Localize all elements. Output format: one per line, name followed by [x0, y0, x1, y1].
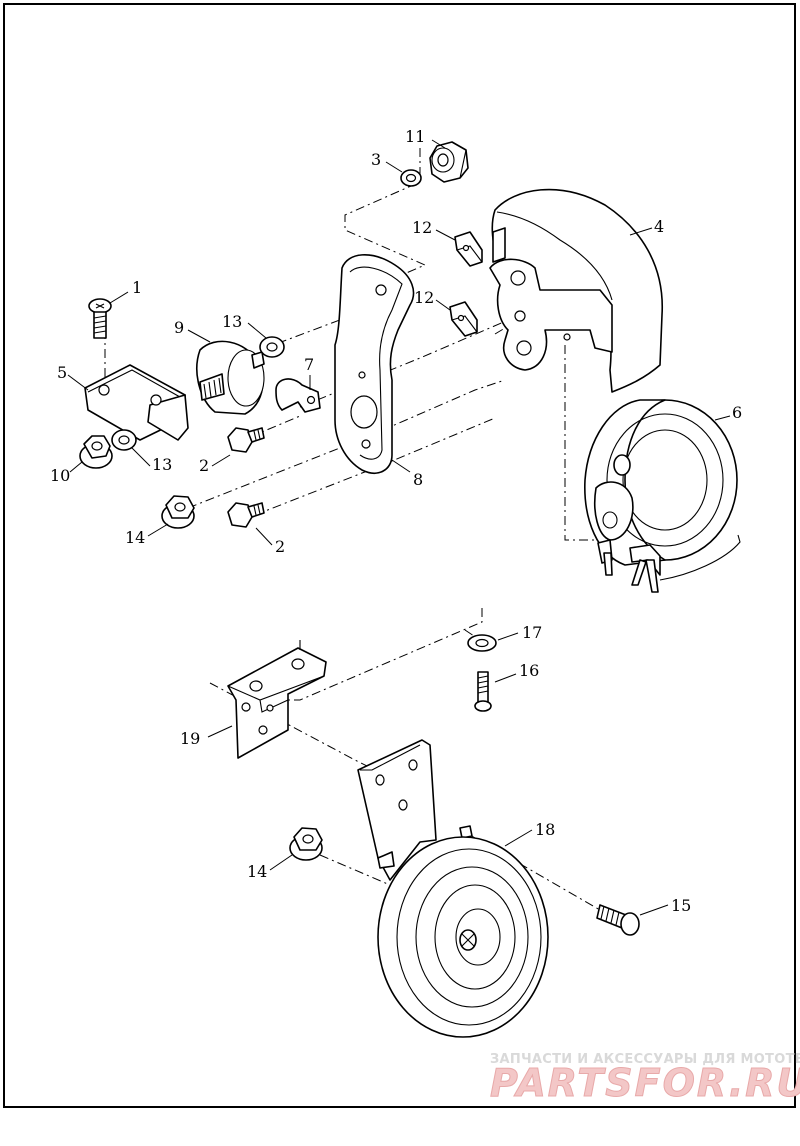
part-10-flange-nut	[79, 435, 113, 469]
part-8-mounting-plate	[334, 254, 415, 474]
callout-2-lower: 2	[275, 537, 285, 556]
callout-7: 7	[304, 355, 314, 374]
part-12-clip-nut-upper	[454, 231, 483, 267]
callout-14-lower: 14	[247, 862, 267, 881]
part-2-flange-bolt-upper	[227, 427, 265, 453]
watermark-tagline: ЗАПЧАСТИ И АКСЕССУАРЫ ДЛЯ МОТОТЕХНИКИ	[490, 1052, 800, 1067]
part-12-clip-nut-lower	[449, 301, 478, 337]
part-4-horn-cover	[489, 188, 663, 393]
diagram-border	[3, 3, 796, 1108]
callout-12-lower: 12	[414, 288, 434, 307]
part-14-flange-nut-upper	[161, 495, 195, 529]
part-15-screw	[596, 904, 640, 936]
callout-13-lower: 13	[152, 455, 172, 474]
callout-8: 8	[413, 470, 423, 489]
part-16-screw	[474, 671, 492, 712]
part-14-flange-nut-lower	[289, 827, 323, 861]
part-5-l-bracket	[84, 364, 189, 441]
callout-numbers: 1 2 2 3 4 5 6 7 8 9 10 11 12 12 13 13 14…	[50, 127, 742, 915]
part-11-cap-nut	[429, 141, 469, 183]
part-1-screw	[88, 298, 112, 339]
callout-18: 18	[535, 820, 555, 839]
part-7-p-clamp	[275, 378, 321, 413]
callout-12-upper: 12	[412, 218, 432, 237]
part-17-washer	[467, 634, 497, 652]
callout-17: 17	[522, 623, 542, 642]
callout-11: 11	[405, 127, 425, 146]
callout-15: 15	[671, 896, 691, 915]
callout-14-upper: 14	[125, 528, 145, 547]
callout-9: 9	[174, 318, 184, 337]
part-3-lock-washer	[400, 169, 422, 187]
part-9-rubber-mount	[196, 340, 265, 415]
part-18-disc-horn	[357, 739, 549, 1038]
watermark-logo: PARTSFOR.RU	[490, 1061, 800, 1105]
part-13-washer-upper	[259, 336, 285, 358]
callout-16: 16	[519, 661, 539, 680]
callout-3: 3	[371, 150, 381, 169]
callout-13-upper: 13	[222, 312, 242, 331]
callout-19: 19	[180, 729, 200, 748]
watermark: ЗАПЧАСТИ И АКСЕССУАРЫ ДЛЯ МОТОТЕХНИКИ PA…	[490, 1052, 800, 1106]
callout-6: 6	[732, 403, 742, 422]
part-2-flange-bolt-lower	[227, 502, 265, 528]
part-13-washer-lower	[111, 429, 137, 451]
callout-4: 4	[654, 217, 664, 236]
part-19-angle-bracket	[227, 640, 327, 759]
callout-leader-lines	[67, 139, 731, 916]
callout-2-upper: 2	[199, 456, 209, 475]
callout-10: 10	[50, 466, 70, 485]
part-6-horn	[584, 399, 741, 593]
callout-1: 1	[132, 278, 142, 297]
callout-5: 5	[57, 363, 67, 382]
